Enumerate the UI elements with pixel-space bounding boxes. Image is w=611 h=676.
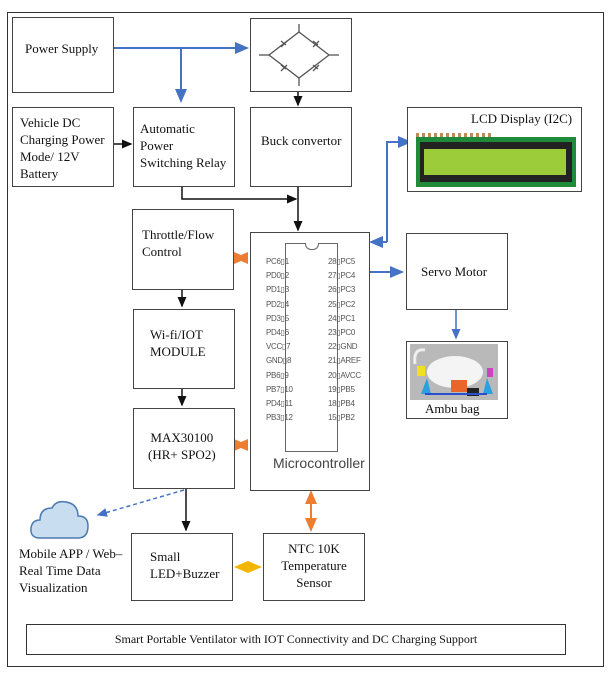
mcu-pin-left: PD4▯6 [266,328,289,337]
mcu-pin-right: 20▯AVCC [328,370,361,380]
microcontroller-label: Microcontroller [273,455,365,471]
arrow-mcu-to-lcd [386,136,412,242]
power-supply-block: Power Supply [12,17,114,93]
mcu-pin-right: 15▯PB2 [328,413,355,423]
mcu-pin-left: PD0▯2 [266,271,289,281]
ambu-bag-icon [410,344,498,400]
mcu-pin-left: PD3▯5 [266,313,289,323]
wifi-iot-label: Wi-fi/IOT MODULE [150,327,206,359]
vehicle-dc-block: Vehicle DC Charging Power Mode/ 12V Batt… [12,107,114,187]
mcu-pin-right: 22▯GND [328,342,358,352]
mcu-pin-right: 28▯PC5 [328,257,356,266]
bridge-rectifier-block [250,18,352,92]
bridge-rectifier-icon [259,24,339,86]
ambu-bag-label: Ambu bag [425,401,480,416]
mcu-pin-right: 23▯PC0 [328,328,356,337]
servo-motor-block: Servo Motor [406,233,508,310]
mcu-pin-left: PC6▯1 [266,257,289,266]
lcd-display-icon [416,133,576,187]
servo-motor-label: Servo Motor [421,264,488,279]
diagram-frame [7,12,604,667]
diagram-title-box: Smart Portable Ventilator with IOT Conne… [26,624,566,655]
buck-convertor-label: Buck convertor [261,133,342,148]
ambu-bag-block: Ambu bag [406,341,508,419]
lcd-display-label: LCD Display (I2C) [471,111,573,126]
led-buzzer-block: Small LED+Buzzer [131,533,233,601]
mcu-pin-right: 21▯AREF [328,356,361,366]
mcu-pin-right: 18▯PB4 [328,399,355,408]
chip-notch [305,243,319,250]
mcu-pin-left: PB6▯9 [266,370,289,380]
mcu-pin-right: 19▯PB5 [328,384,355,394]
mcu-pin-right: 25▯PC2 [328,299,356,309]
mcu-pin-left: PD1▯3 [266,285,289,295]
mcu-pin-left: PB7▯10 [266,384,293,394]
wifi-iot-block: Wi-fi/IOT MODULE [133,309,235,389]
mcu-pin-left: PD4▯11 [266,399,293,408]
arrow-relay-to-mcu [181,186,298,204]
ntc-sensor-label: NTC 10K Temperature Sensor [281,541,347,590]
diagram-title: Smart Portable Ventilator with IOT Conne… [114,632,478,646]
vehicle-dc-label: Vehicle DC Charging Power Mode/ 12V Batt… [20,115,105,181]
led-buzzer-label: Small LED+Buzzer [150,549,220,581]
power-supply-label: Power Supply [25,41,99,56]
throttle-flow-block: Throttle/Flow Control [132,209,234,290]
lcd-display-block: LCD Display (I2C) [407,107,582,192]
ntc-sensor-block: NTC 10K Temperature Sensor [263,533,365,601]
mcu-pin-right: 26▯PC3 [328,285,356,295]
max30100-block: MAX30100 (HR+ SPO2) [133,408,235,489]
throttle-flow-label: Throttle/Flow Control [142,227,215,259]
cloud-caption: Mobile APP / Web– Real Time Data Visuali… [19,546,123,595]
mcu-pin-left: VCC▯7 [266,342,291,352]
buck-convertor-block: Buck convertor [250,107,352,187]
arrow-max30100-to-cloud [96,489,185,517]
cloud-icon [30,500,89,539]
mcu-chip [285,243,338,452]
mcu-pin-right: 24▯PC1 [328,313,356,323]
mcu-pin-right: 27▯PC4 [328,271,356,281]
relay-block: Automatic Power Switching Relay [133,107,235,187]
mcu-pin-left: PB3▯12 [266,413,293,423]
max30100-label: MAX30100 (HR+ SPO2) [148,430,216,462]
mcu-pin-left: GND▯8 [266,356,292,366]
relay-label: Automatic Power Switching Relay [140,121,227,170]
mcu-pin-left: PD2▯4 [266,299,289,309]
